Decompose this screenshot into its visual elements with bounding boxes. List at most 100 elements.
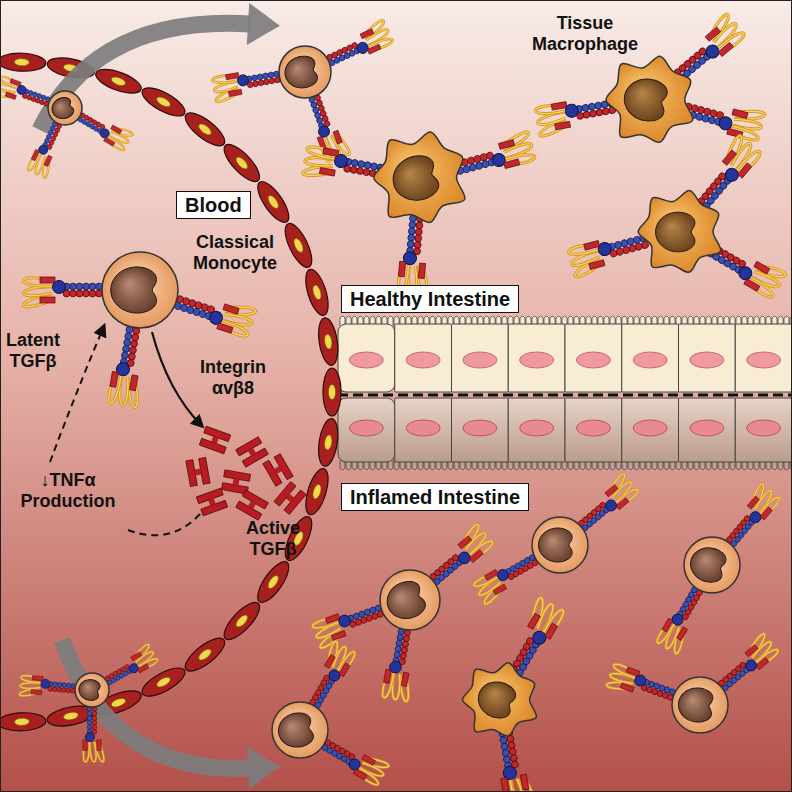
migration-arrow [62,640,281,789]
endothelial-cell [181,108,230,152]
tgfb-arm [756,658,769,670]
macrophage [638,190,720,272]
epithelial-cell [338,324,395,392]
endothelial-nucleus [110,75,127,87]
endothelial-nucleus [311,284,322,300]
tgfb-bar [284,490,306,514]
integrin-beta-bead [401,646,408,653]
annotation-label: ↓TNFα Production [8,470,128,512]
endothelial-nucleus [155,675,172,689]
endothelial-nucleus [197,647,213,662]
endothelial-cell [138,663,189,702]
tgfb-arm [469,550,483,563]
integrin-alpha-bead [121,351,129,359]
integrin-alpha-bead [52,682,57,687]
cell-nucleus [349,420,383,436]
epithelial-cell [395,398,452,462]
integrin-alpha-bead [408,234,415,241]
cell-nucleus [406,352,440,368]
endothelial-nucleus [324,434,333,450]
tgfb-arm [745,645,758,657]
integrin-beta-bead [602,107,610,115]
tgfb-arm [40,277,55,283]
cell-nucleus [276,711,315,750]
epithelial-cell [452,324,509,392]
integrin-head [633,673,647,687]
tgfb-bar [263,460,282,486]
cell-nucleus [473,676,518,721]
tgfb-bar [236,501,262,520]
label-box: Inflamed Intestine [341,483,529,511]
integrin-head [317,125,331,139]
integrin-alpha-bead [351,159,359,167]
integrin-beta-bead [509,748,517,756]
integrin-beta-bead [70,290,77,297]
cell-nucleus [576,352,610,368]
tgfb-arm [31,149,39,160]
active-tgfb [196,488,227,516]
integrin-alpha-bead [409,221,416,228]
tgfb-arm [5,92,16,100]
tgfb-arm [398,261,405,276]
integrin-alpha-bead [268,72,275,79]
integrin-alpha-bead [262,73,269,80]
integrin-beta-bead [415,228,422,235]
arrow-head [247,745,281,789]
tgfb-arm [319,168,335,177]
tgfb-arm [138,664,149,673]
endothelial-body [316,417,341,467]
tgfb-arm [31,690,42,695]
integrin-latent-tgfb [212,66,282,103]
integrin-latent-tgfb [381,627,420,702]
integrin-alpha-bead [87,711,92,716]
integrin-beta-bead [130,340,138,348]
tgfb-bridge [274,466,282,474]
integrin-alpha-bead [124,332,132,340]
endothelial-cell [0,52,46,72]
active-tgfb [199,426,230,454]
tgfb-arm [10,79,21,87]
tgfb-arm [401,672,409,686]
tgfb-arm [551,102,567,111]
annotation-label: Tissue Macrophage [515,13,655,55]
integrin-beta-bead [52,687,57,692]
integrin-latent-tgfb [26,119,68,178]
cell-nucleus [690,420,724,436]
epithelial-cell [338,398,395,462]
annotation-label: Classical Monocyte [183,232,287,274]
integrin-latent-tgfb [472,549,543,605]
endothelial-cell [323,368,341,416]
endothelial-nucleus [328,385,335,400]
endothelial-nucleus [311,483,322,499]
epithelial-cell [622,324,679,392]
integrin-latent-tgfb [83,707,104,762]
arrow-head [247,3,281,47]
integrin-latent-tgfb [107,325,150,408]
integrin-head [37,144,49,156]
latent-tgfb-loop [24,287,53,296]
integrin-alpha-bead [594,102,602,110]
tgfb-arm [384,669,392,683]
integrin-latent-tgfb [606,662,678,709]
cell-nucleus [747,420,781,436]
integrin-latent-tgfb [101,644,159,690]
integrin-beta-bead [57,687,62,692]
endothelial-nucleus [14,718,29,726]
tgfb-arm [130,375,139,391]
integrin-beta-bead [258,79,265,86]
integrin-latent-tgfb [572,473,640,536]
box-label: Inflamed Intestine [350,485,520,509]
macrophage [374,132,465,223]
integrin-alpha-bead [89,283,96,290]
endothelial-cell [301,267,332,318]
integrin-latent-tgfb [19,675,76,701]
tgfb-arm [111,125,122,134]
tgfb-arm [555,121,571,130]
integrin-alpha-bead [123,339,131,347]
endothelial-cell [316,317,341,367]
tgfb-bridge [195,469,202,476]
endothelial-cell [219,597,265,644]
tgfb-arm [40,297,55,303]
